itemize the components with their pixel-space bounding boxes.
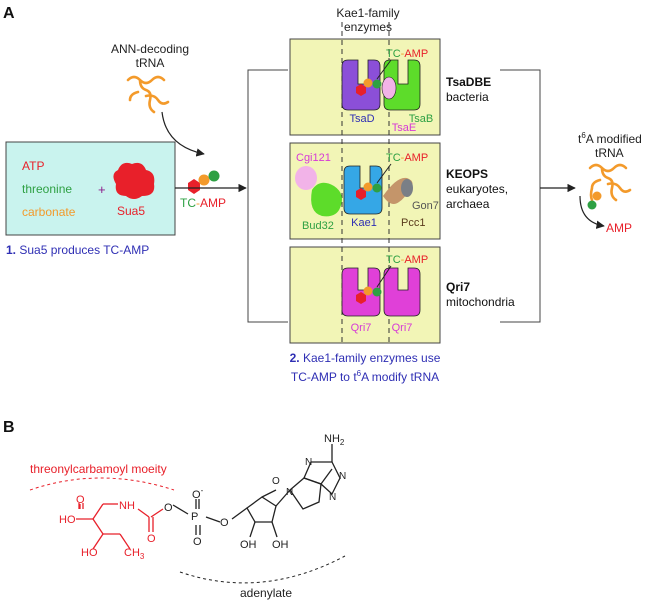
carbamoyl-o-label: O: [147, 533, 156, 545]
amp-release-arrow: [579, 195, 605, 229]
keops-subtitle-1: eukaryotes,: [446, 182, 508, 196]
acid-o-label: O: [76, 494, 85, 506]
step2-line1: 2. Kae1-family enzymes use: [290, 351, 441, 365]
tsad-label: TsaD: [349, 113, 374, 125]
panel-a-letter: A: [3, 5, 15, 22]
adenylate-label: adenylate: [240, 586, 292, 600]
product-line2: tRNA: [595, 146, 624, 160]
amp-product-label: AMP: [606, 221, 632, 235]
modified-trna-icon: [588, 163, 632, 202]
ribose-oh2-label: OH: [272, 539, 289, 551]
tsab-label: TsaB: [409, 113, 433, 125]
keops-title: KEOPS: [446, 167, 488, 181]
phosphorus-label: P: [191, 511, 198, 523]
qri7-left-label: Qri7: [351, 322, 372, 334]
purine-n3-label: N: [329, 492, 336, 503]
carbonate-label: carbonate: [22, 205, 76, 219]
moiety-arc: [29, 477, 175, 491]
threonine-ho-label: HO: [81, 547, 98, 559]
nh2-label: NH2: [324, 433, 345, 447]
purine-n4-label: N: [286, 487, 293, 498]
header-line1: Kae1-family: [336, 6, 399, 20]
link-o1-label: O: [164, 502, 173, 514]
trna-arrow: [161, 111, 205, 157]
step1-label: 1. Sua5 produces TC-AMP: [6, 243, 149, 257]
plus-sign: +: [98, 182, 106, 197]
qri7-subtitle: mitochondria: [446, 295, 515, 309]
left-bracket: [247, 69, 288, 323]
header-line2: enzymes: [344, 20, 392, 34]
panel-b-letter: B: [3, 419, 15, 436]
nh-label: NH: [119, 500, 135, 512]
cgi121-label: Cgi121: [296, 152, 331, 164]
gon7-label: Gon7: [412, 200, 439, 212]
adenylate-arc: [179, 555, 346, 584]
phosphate-o-double-label: O: [193, 536, 202, 548]
qri7-title: Qri7: [446, 280, 470, 294]
pcc1-label: Pcc1: [401, 217, 425, 229]
moiety-label: threonylcarbamoyl moeity: [30, 462, 167, 476]
product-orange-dot: [592, 191, 602, 201]
keops-subtitle-2: archaea: [446, 197, 490, 211]
tsadbe-subtitle: bacteria: [446, 90, 489, 104]
sua5-enzyme-shape: [113, 162, 155, 199]
phosphate-ominus-label: O-: [192, 486, 204, 501]
link-o2-label: O: [220, 517, 229, 529]
threonine-label: threonine: [22, 182, 72, 196]
right-bracket: [500, 69, 541, 323]
tsadbe-title: TsaDBE: [446, 75, 491, 89]
tsadbe-tc-amp-label: TC-AMP: [386, 48, 428, 60]
product-green-dot: [587, 200, 597, 210]
trna-icon: [126, 75, 170, 114]
ribose-oh1-label: OH: [240, 539, 257, 551]
keops-tc-amp-label: TC-AMP: [386, 152, 428, 164]
purine-n1-label: N: [305, 457, 312, 468]
tsadbe-complex: [341, 59, 421, 111]
qri7-complex: [341, 265, 421, 317]
tc-amp-molecule-left: [188, 170, 220, 194]
ann-trna-line1: ANN-decoding: [111, 42, 189, 56]
atp-label: ATP: [22, 159, 44, 173]
step2-line2: TC-AMP to t6A modify tRNA: [291, 369, 439, 384]
ribose-o-atom: O: [272, 476, 280, 487]
threonylcarbamoyl-structure: [76, 503, 164, 550]
keops-complex: [295, 163, 413, 217]
qri7-tc-amp-label: TC-AMP: [386, 254, 428, 266]
ann-trna-line2: tRNA: [136, 56, 165, 70]
purine-n2-label: N: [339, 471, 346, 482]
bud32-label: Bud32: [302, 220, 334, 232]
ch3-label: CH3: [124, 547, 145, 561]
kae1-label: Kae1: [351, 217, 377, 229]
adenylate-structure: [172, 444, 341, 538]
tsae-label: TsaE: [392, 122, 416, 134]
tc-amp-left-label: TC-AMP: [180, 196, 226, 210]
product-line1: t6A modified: [578, 131, 642, 146]
acid-ho-label: HO: [59, 514, 76, 526]
qri7-right-label: Qri7: [392, 322, 413, 334]
sua5-label: Sua5: [117, 204, 145, 218]
